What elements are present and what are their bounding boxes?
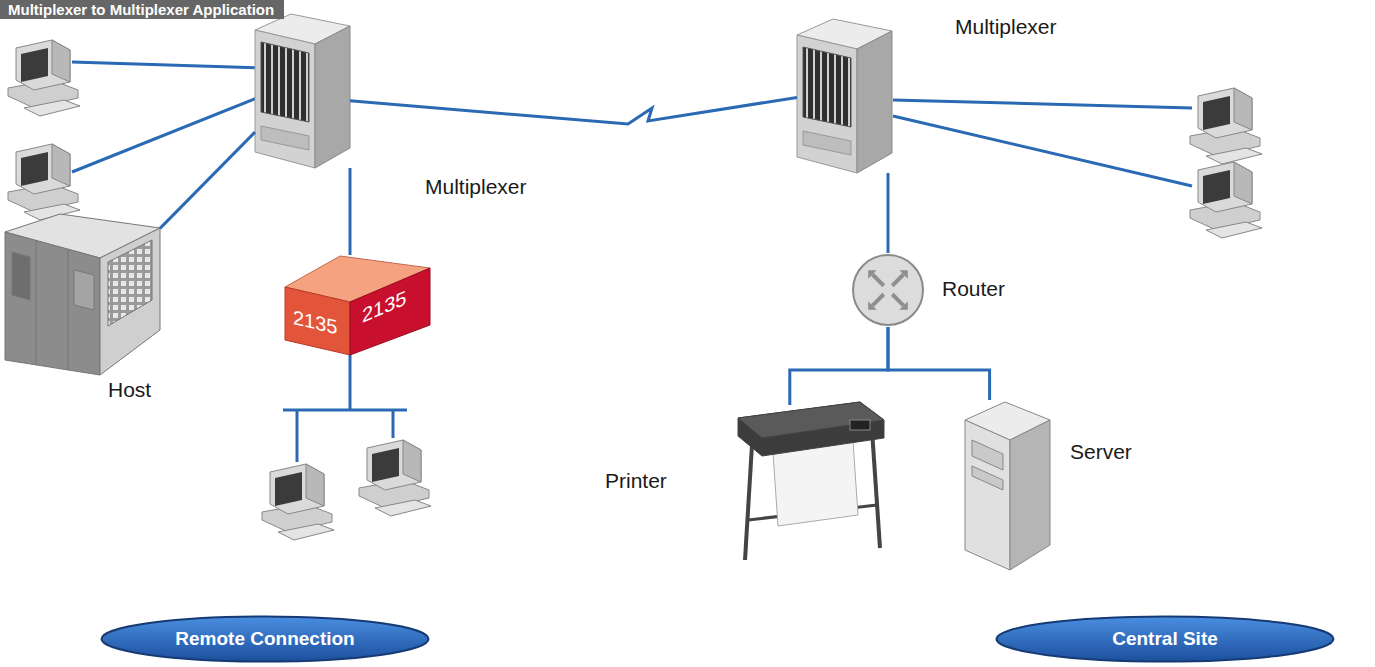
device-label: Multiplexer — [955, 15, 1057, 39]
interface-unit: 2135 2135 — [285, 255, 430, 355]
router-symbol — [851, 253, 925, 327]
network-link — [888, 327, 990, 400]
network-link — [160, 132, 255, 228]
device-label: Printer — [605, 469, 667, 493]
title-banner: Multiplexer to Multiplexer Application — [0, 0, 284, 19]
region-label: Central Site — [1112, 628, 1218, 650]
router: Router — [851, 253, 925, 327]
printer: Printer — [738, 405, 886, 560]
device-label: Multiplexer — [425, 175, 527, 199]
model-number: 2135 — [293, 305, 338, 339]
network-link — [790, 327, 888, 405]
multiplexer: Multiplexer — [797, 5, 893, 173]
region-ellipse: Remote Connection — [100, 615, 430, 663]
network-link — [349, 168, 352, 255]
region-label: Remote Connection — [175, 628, 354, 650]
host-computer: Host — [5, 214, 160, 400]
region-ellipse: Central Site — [995, 615, 1335, 663]
model-number: 2135 — [362, 285, 407, 328]
network-link — [350, 97, 797, 124]
server: Server — [965, 400, 1053, 570]
device-label: Server — [1070, 440, 1132, 464]
network-link — [887, 173, 890, 253]
device-label: Host — [108, 378, 151, 402]
multiplexer: Multiplexer — [255, 0, 350, 168]
device-label: Router — [942, 277, 1005, 301]
